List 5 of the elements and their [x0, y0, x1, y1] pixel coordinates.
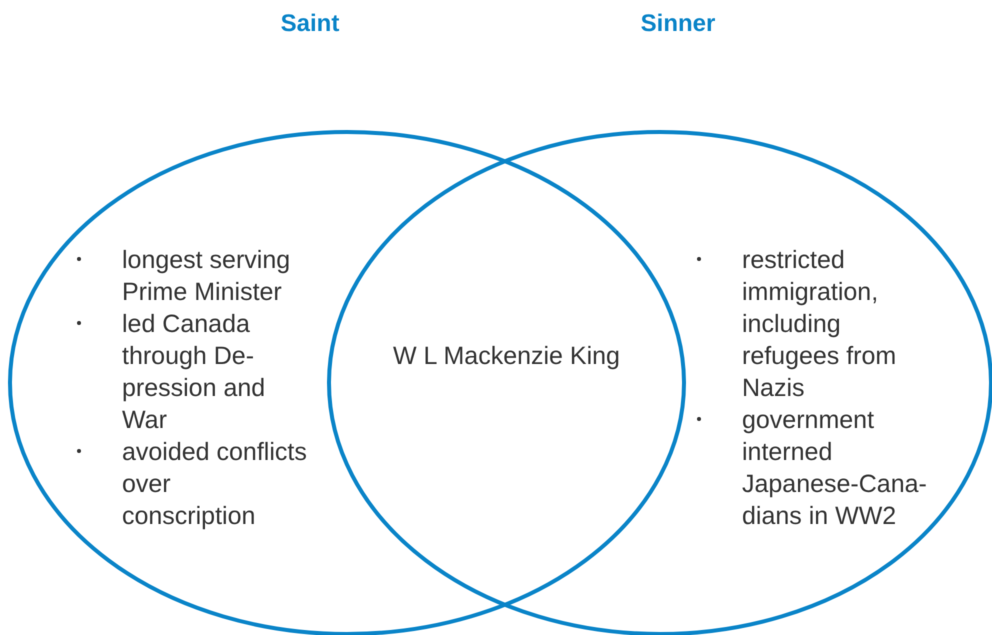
circle-heading: Sinner: [640, 10, 716, 38]
bullet-text: government interned Japanese-Cana- dians in WW2: [742, 406, 927, 530]
center-label: W L Mackenzie King: [393, 342, 620, 371]
bullet-text: avoided conflicts over conscription: [122, 438, 307, 530]
circle-heading: Saint: [280, 10, 340, 38]
